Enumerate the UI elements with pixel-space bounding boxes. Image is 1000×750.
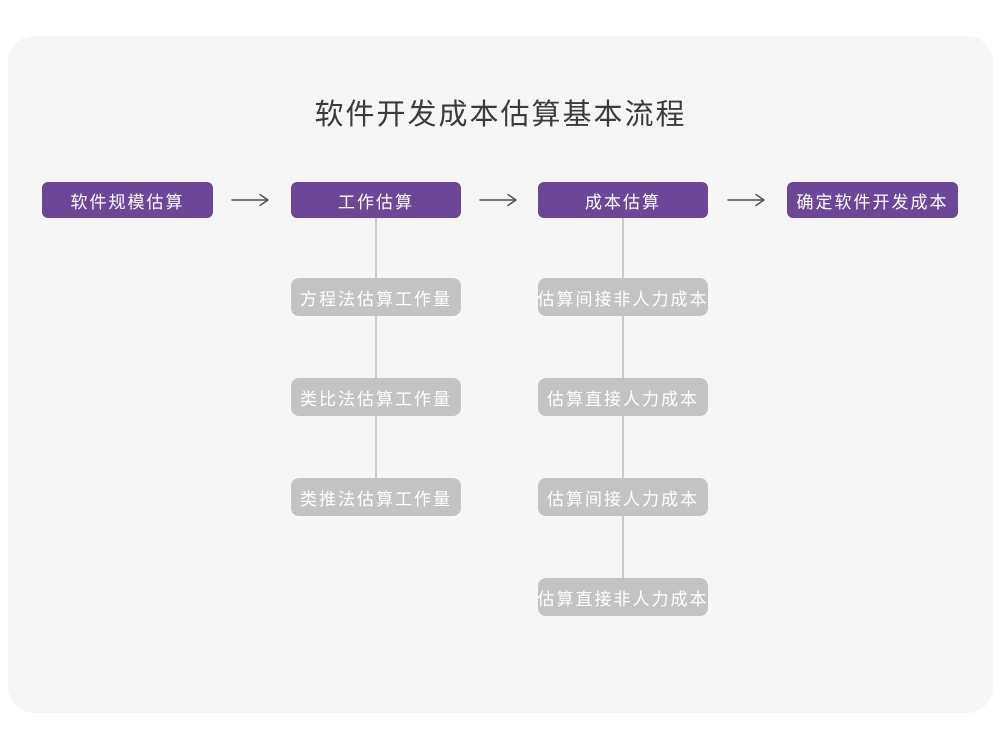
arrow-right-icon (479, 193, 517, 207)
flow-node-determine-software-dev-cost: 确定软件开发成本 (787, 182, 958, 218)
sub-node-indirect-non-labor-cost: 估算间接非人力成本 (538, 278, 708, 316)
page-title: 软件开发成本估算基本流程 (314, 99, 687, 131)
sub-node-analogy-method-workload: 类比法估算工作量 (291, 378, 461, 416)
flow-node-cost-estimation: 成本估算 (538, 182, 708, 218)
sub-node-extrapolation-method-workload: 类推法估算工作量 (291, 478, 461, 516)
arrow-right-icon (727, 193, 765, 207)
sub-node-indirect-labor-cost: 估算间接人力成本 (538, 478, 708, 516)
flow-node-work-estimation: 工作估算 (291, 182, 461, 218)
connector-line-work-estimation (375, 218, 377, 497)
sub-node-direct-labor-cost: 估算直接人力成本 (538, 378, 708, 416)
flowchart-card: 软件开发成本估算基本流程 软件规模估算 工作估算 成本估算 确定软件开发成本 方… (8, 36, 993, 713)
arrow-right-icon (231, 193, 269, 207)
flow-node-software-scale-estimation: 软件规模估算 (42, 182, 213, 218)
sub-node-equation-method-workload: 方程法估算工作量 (291, 278, 461, 316)
sub-node-direct-non-labor-cost: 估算直接非人力成本 (538, 578, 708, 616)
